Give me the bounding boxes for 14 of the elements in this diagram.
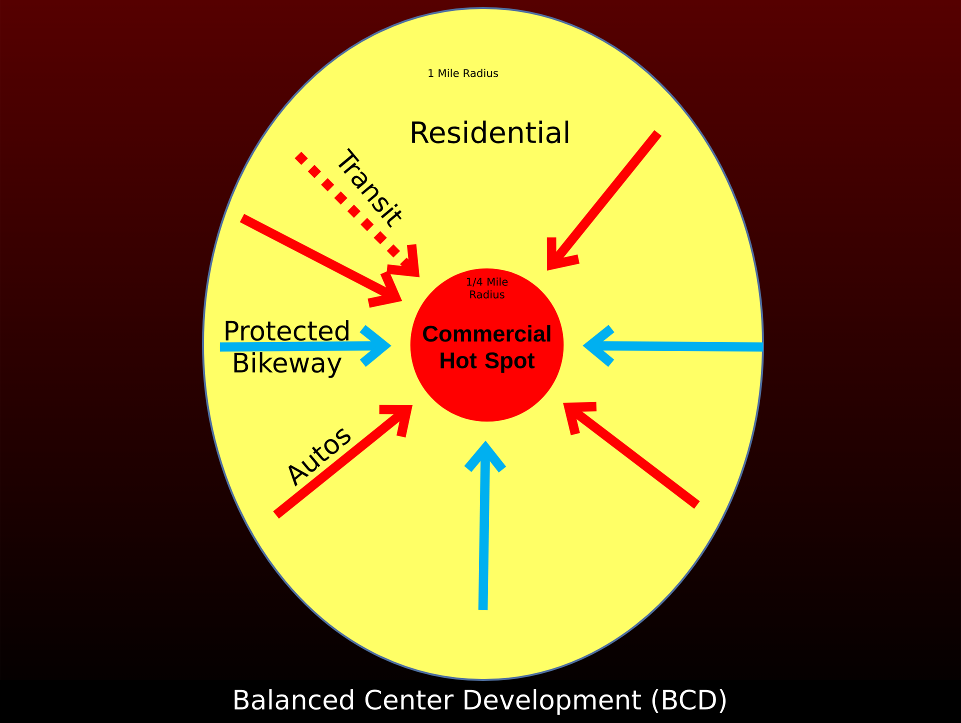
radius-label: 1 Mile Radius	[428, 68, 498, 78]
area-label: Residential	[412, 120, 568, 144]
arrow	[240, 214, 402, 308]
title: Balanced Center Development (BCD)	[234, 689, 726, 715]
arrow	[563, 402, 700, 509]
arrow	[273, 404, 413, 519]
edge-label: Protected Bikeway	[226, 320, 348, 378]
radius-label: 1/4 Mile Radius	[466, 278, 508, 298]
arrow	[546, 130, 662, 271]
arrow	[220, 324, 392, 367]
arrow	[464, 440, 506, 610]
arrow	[294, 152, 420, 278]
hub-label: Commercial Hot Spot	[423, 325, 550, 373]
arrow	[582, 324, 764, 367]
